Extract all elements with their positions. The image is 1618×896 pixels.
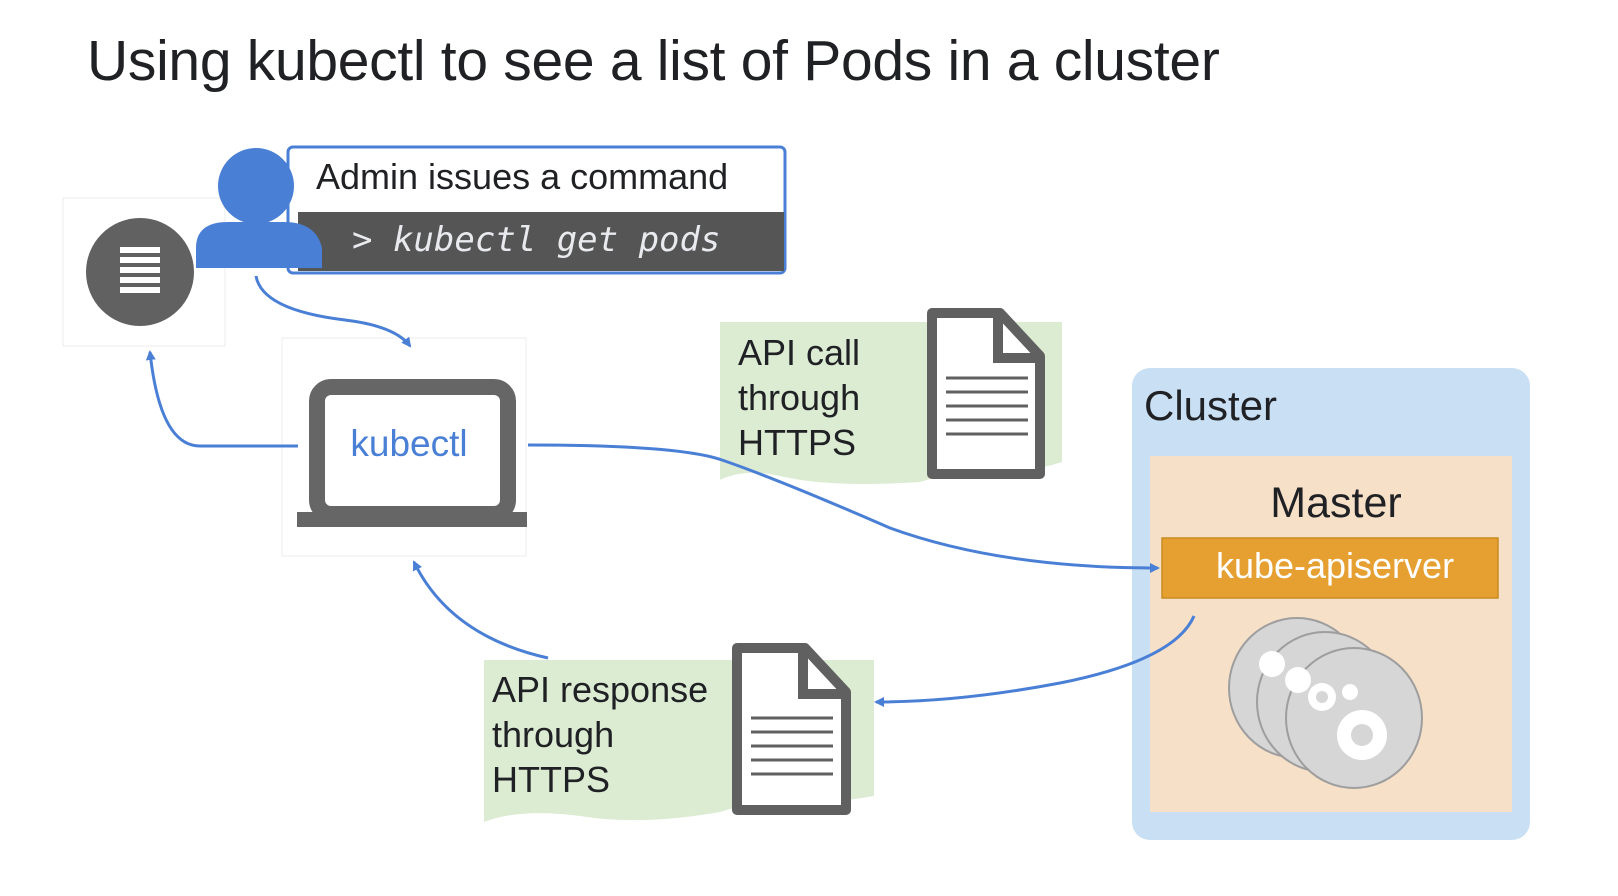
api-response-line: API response <box>492 669 709 710</box>
api-response-line: HTTPS <box>492 759 611 800</box>
node-stack-icon <box>1228 617 1423 789</box>
kubectl-to-terminal-arrow <box>145 350 298 448</box>
cluster-label: Cluster <box>1144 382 1278 429</box>
api-response-document-icon <box>732 643 851 815</box>
command-code: > kubectl get pods <box>352 220 721 260</box>
person-icon <box>196 148 322 268</box>
slide-title: Using kubectl to see a list of Pods in a… <box>87 29 1220 93</box>
kubectl-label: kubectl <box>350 423 468 464</box>
apiserver-box <box>1161 537 1499 599</box>
api-call-document-icon <box>927 308 1045 479</box>
api-call-line: through <box>738 377 861 418</box>
api-call-line: API call <box>738 332 861 373</box>
command-title: Admin issues a command <box>316 156 729 197</box>
command-code-bar <box>298 212 784 271</box>
terminal-icon <box>86 218 194 326</box>
apiserver-to-kubectl-arrow <box>874 615 1196 707</box>
command-to-kubectl-arrow <box>254 275 412 348</box>
api-call-line: HTTPS <box>738 422 857 463</box>
kube-apiserver-label: kube-apiserver <box>1215 545 1455 586</box>
api-response-line: through <box>492 714 615 755</box>
api-call-label: API call through HTTPS <box>738 330 860 465</box>
master-label: Master <box>1270 479 1402 527</box>
api-response-label: API response through HTTPS <box>492 667 708 802</box>
kubectl-to-apiserver-arrow <box>527 443 1160 573</box>
laptop-icon <box>297 379 527 527</box>
response-to-kubectl-arrow <box>412 560 549 660</box>
